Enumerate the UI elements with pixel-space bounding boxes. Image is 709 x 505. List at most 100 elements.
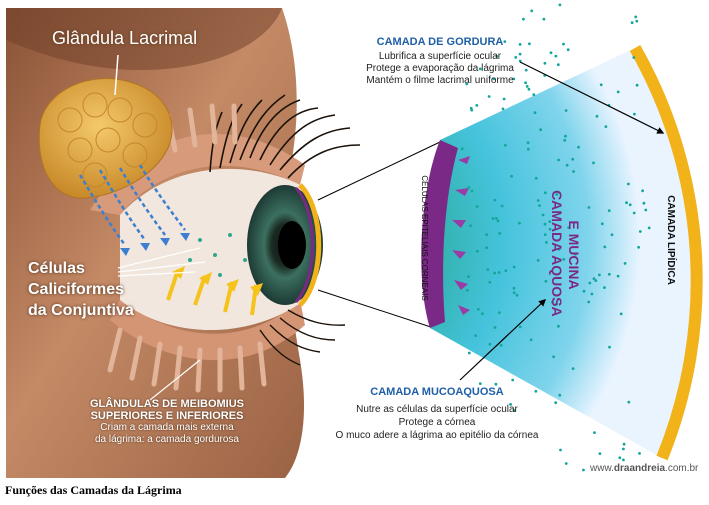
aqueous-dot: [598, 273, 601, 277]
aqueous-dot: [467, 275, 470, 279]
lacrimal-gland-lobules: [57, 92, 158, 188]
aqueous-dot: [593, 431, 596, 434]
aqueous-dot: [630, 21, 634, 25]
mucoaquosa-title: CAMADA MUCOAQUOSA: [370, 386, 504, 398]
mucin-fringe: [452, 156, 470, 315]
lacrimal-gland-title: Glândula Lacrimal: [52, 28, 198, 48]
aqueous-dot: [518, 43, 522, 46]
aqueous-dot: [548, 220, 552, 224]
aqueous-dot: [470, 189, 474, 193]
meibomius-leader: [149, 359, 201, 401]
cornea-layer-mucin: [294, 186, 314, 304]
brow-shadow: [6, 8, 282, 70]
aqueous-dot: [512, 77, 516, 81]
gordura-line-2: Protege a evaporação da lágrima: [366, 63, 514, 74]
aqueous-dot: [587, 206, 591, 209]
lipid-layer-rim: [629, 45, 703, 461]
aqueous-dot: [607, 209, 611, 213]
aqueous-dot: [625, 201, 628, 205]
aqueous-dot: [493, 198, 497, 202]
aqueous-dot: [469, 224, 472, 228]
aqueous-dot: [557, 324, 560, 328]
aqueous-dot: [567, 226, 570, 230]
cornea-layers: [298, 183, 322, 307]
aqueous-dot: [495, 55, 499, 58]
aqueous-dot: [509, 403, 512, 406]
aqueous-dot: [582, 468, 585, 472]
aqueous-dot: [572, 170, 575, 173]
aqueous-dot: [587, 300, 591, 304]
aqueous-dot: [638, 452, 641, 455]
aqueous-dot: [622, 442, 626, 446]
goblet-label-line-2: Caliciformes: [28, 281, 125, 298]
aqueous-dot: [476, 307, 480, 311]
aqueous-dot: [603, 286, 606, 289]
aqueous-dot: [496, 219, 500, 223]
gordura-block: CAMADA DE GORDURA Lubrifica a superfície…: [330, 36, 550, 87]
tear-film-fan: [430, 48, 697, 458]
aqueous-dot: [488, 280, 492, 284]
aqueous-dot: [545, 241, 548, 244]
aqueous-dot: [502, 97, 506, 101]
aqueous-dot: [518, 59, 522, 63]
aqueous-dot: [637, 245, 640, 249]
aqueous-dot: [538, 204, 541, 208]
aqueous-dot: [542, 17, 546, 21]
aqueous-dot: [534, 176, 538, 180]
aqueous-dot: [619, 312, 623, 316]
aqueous-dot: [512, 291, 516, 295]
aqueous-dot: [554, 54, 558, 58]
website-brand: draandreia: [613, 463, 666, 474]
aqueous-dot: [474, 334, 478, 337]
aqueous-dot: [633, 112, 636, 116]
aqueous-dot: [556, 63, 560, 67]
aqueous-dot: [595, 114, 599, 118]
aqueous-dot: [543, 61, 547, 65]
tear-flow-arrows: [78, 164, 187, 246]
aqueous-dot: [599, 83, 603, 87]
aqueous-mucin-label: CAMADA AQUOSA E MUCINA: [549, 190, 582, 320]
aqueous-dot: [592, 277, 596, 281]
aqueous-dot: [475, 205, 479, 208]
aqueous-dot: [543, 222, 547, 226]
aqueous-dot: [465, 288, 469, 292]
meibomius-desc-1: Criam a camada mais externa: [100, 422, 234, 433]
aqueous-dot: [623, 262, 627, 265]
aqueous-dot: [564, 134, 567, 138]
aqueous-dot: [498, 311, 501, 314]
aqueous-dot: [486, 268, 490, 271]
aqueous-dot: [485, 246, 489, 250]
aqueous-dot: [524, 68, 528, 72]
aqueous-dot: [562, 42, 565, 46]
aqueous-dot: [562, 258, 566, 261]
aqueous-dot: [622, 447, 625, 451]
aqueous-dot: [488, 342, 492, 346]
aqueous-dot: [592, 161, 595, 165]
aqueous-dot: [555, 302, 559, 306]
pupil: [278, 221, 306, 269]
aqueous-dot: [557, 247, 561, 251]
gordura-pointer: [519, 61, 665, 134]
mucoaquosa-line-3: O muco adere a lágrima ao epitélio da có…: [335, 430, 539, 441]
goblet-cells-label: Células Caliciformes da Conjuntiva: [28, 258, 168, 321]
website-credit: www.draandreia.com.br: [590, 463, 698, 474]
aqueous-dot: [564, 109, 568, 112]
tear-flow-arrowheads: [120, 233, 190, 256]
aqueous-dot: [491, 217, 495, 220]
aqueous-dot: [495, 217, 498, 220]
aqueous-dot: [574, 252, 577, 256]
aqueous-dot: [610, 233, 614, 237]
aqueous-dot: [557, 158, 560, 162]
gordura-line-1: Lubrifica a superfície ocular: [378, 51, 502, 62]
aqueous-dot: [644, 208, 648, 212]
aqueous-dot: [554, 401, 558, 405]
aqueous-dot: [563, 138, 567, 142]
aqueous-dot: [590, 292, 594, 296]
aqueous-dot: [515, 293, 519, 297]
aqueous-dot: [598, 452, 602, 455]
aqueous-dot: [641, 189, 644, 193]
aqueous-dot: [541, 213, 545, 217]
website-prefix: www.: [590, 463, 614, 474]
meibomius-label: GLÂNDULAS DE MEIBOMIUS SUPERIORES E INFE…: [62, 398, 272, 446]
